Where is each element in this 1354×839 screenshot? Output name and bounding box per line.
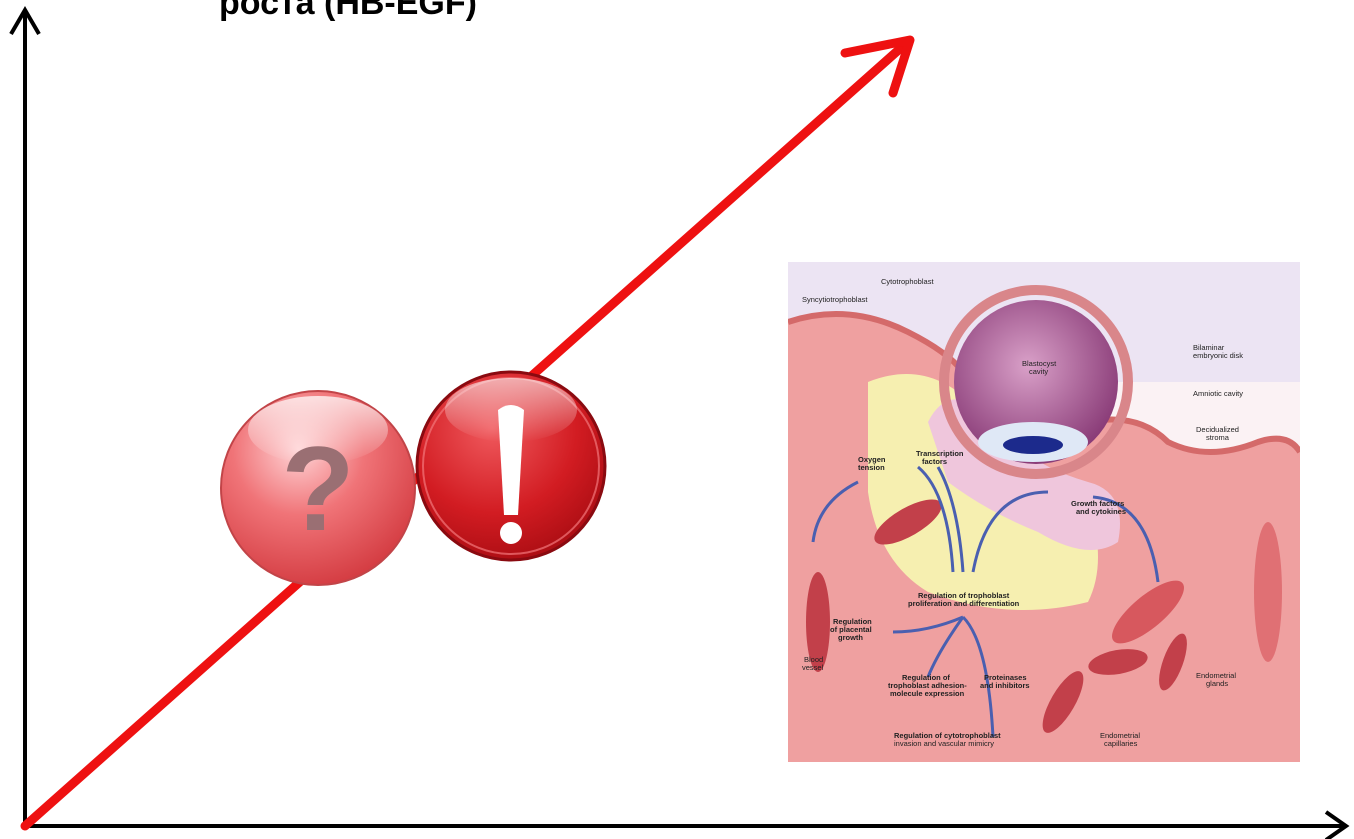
label-proteinases-2: and inhibitors	[980, 682, 1030, 690]
label-amniotic: Amniotic cavity	[1193, 390, 1243, 398]
label-blood-2: vessel	[802, 664, 823, 672]
label-growth-2: and cytokines	[1076, 508, 1126, 516]
question-glyph: ?	[281, 422, 354, 556]
label-regulation-tropho-2: proliferation and differentiation	[908, 600, 1019, 608]
label-placental-3: growth	[838, 634, 863, 642]
label-oxygen-2: tension	[858, 464, 885, 472]
implantation-illustration: Cytotrophoblast Syncytiotrophoblast Blas…	[788, 262, 1300, 762]
label-bilaminar-2: embryonic disk	[1193, 352, 1243, 360]
label-invasion-2: invasion and vascular mimicry	[894, 740, 994, 748]
slide-heading: роста (HB-EGF)	[219, 0, 477, 23]
label-endo-glands-2: glands	[1206, 680, 1228, 688]
label-decidualized-2: stroma	[1206, 434, 1229, 442]
label-transcription-2: factors	[922, 458, 947, 466]
label-adhesion-3: molecule expression	[890, 690, 964, 698]
exclamation-mark-icon	[417, 372, 605, 560]
label-cytotrophoblast: Cytotrophoblast	[881, 278, 934, 286]
label-endo-cap-2: capillaries	[1104, 740, 1137, 748]
question-mark-icon: ?	[221, 391, 415, 585]
label-syncytiotrophoblast: Syncytiotrophoblast	[802, 296, 867, 304]
label-blastocyst-2: cavity	[1029, 368, 1048, 376]
